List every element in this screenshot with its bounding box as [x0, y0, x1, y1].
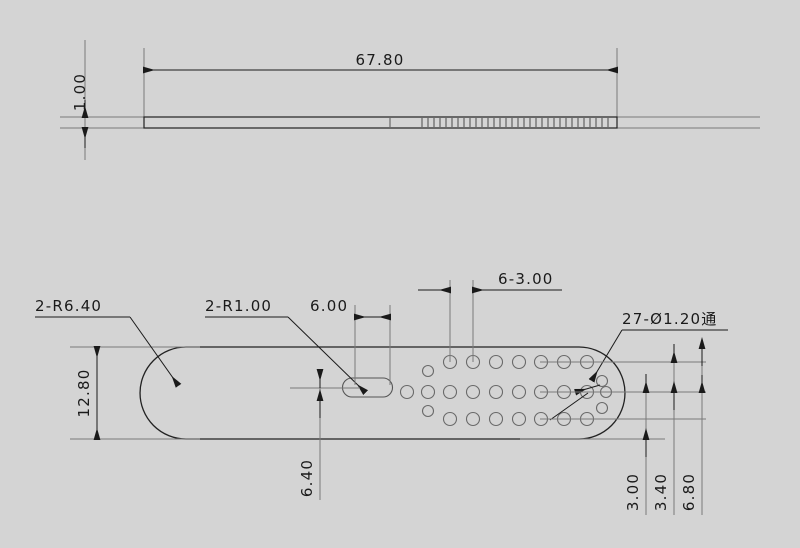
- corner-radius-text: 2-R6.40: [35, 297, 102, 315]
- length-dimension-text: 67.80: [356, 51, 405, 69]
- side-elevation-view: 67.80 1.00: [60, 40, 760, 160]
- hole: [595, 401, 609, 415]
- hole-callout-text: 27-Ø1.20通: [622, 310, 718, 328]
- thickness-dimension-text: 1.00: [71, 73, 89, 111]
- hole: [442, 384, 458, 400]
- hole: [399, 384, 415, 400]
- row-dim-1-text: 3.00: [624, 473, 642, 511]
- side-view-body-outline: [143, 116, 618, 129]
- hole: [465, 384, 481, 400]
- plan-view: 12.80 2-R6.40 2-R1.00 6.00 6.40: [35, 270, 728, 515]
- hole: [511, 411, 527, 427]
- hole: [511, 384, 527, 400]
- slot-x-dimension-text: 6.00: [310, 297, 348, 315]
- hole: [420, 384, 436, 400]
- hole: [421, 404, 435, 418]
- hole-callout-secondary-leader: [549, 392, 589, 421]
- hole: [488, 354, 504, 370]
- slot-radius-leader-line: [287, 316, 369, 396]
- slot-radius-text: 2-R1.00: [205, 297, 272, 315]
- hole-callout-leader-line: [588, 329, 623, 383]
- slot-y-dimension-text: 6.40: [298, 459, 316, 497]
- plan-view-body-outline: [139, 346, 626, 440]
- hole: [465, 411, 481, 427]
- hole: [511, 354, 527, 370]
- hole: [421, 364, 435, 378]
- hole: [442, 411, 458, 427]
- hole: [488, 384, 504, 400]
- side-view-hole-projections: [421, 118, 609, 127]
- hole: [595, 374, 609, 388]
- hole-callout-secondary-arrow: [574, 384, 601, 396]
- corner-radius-leader-line: [129, 316, 182, 388]
- hole-pitch-text: 6-3.00: [498, 270, 554, 288]
- width-dimension-text: 12.80: [75, 369, 93, 418]
- row-dim-3-text: 6.80: [680, 473, 698, 511]
- row-dim-2-text: 3.40: [652, 473, 670, 511]
- hole: [488, 411, 504, 427]
